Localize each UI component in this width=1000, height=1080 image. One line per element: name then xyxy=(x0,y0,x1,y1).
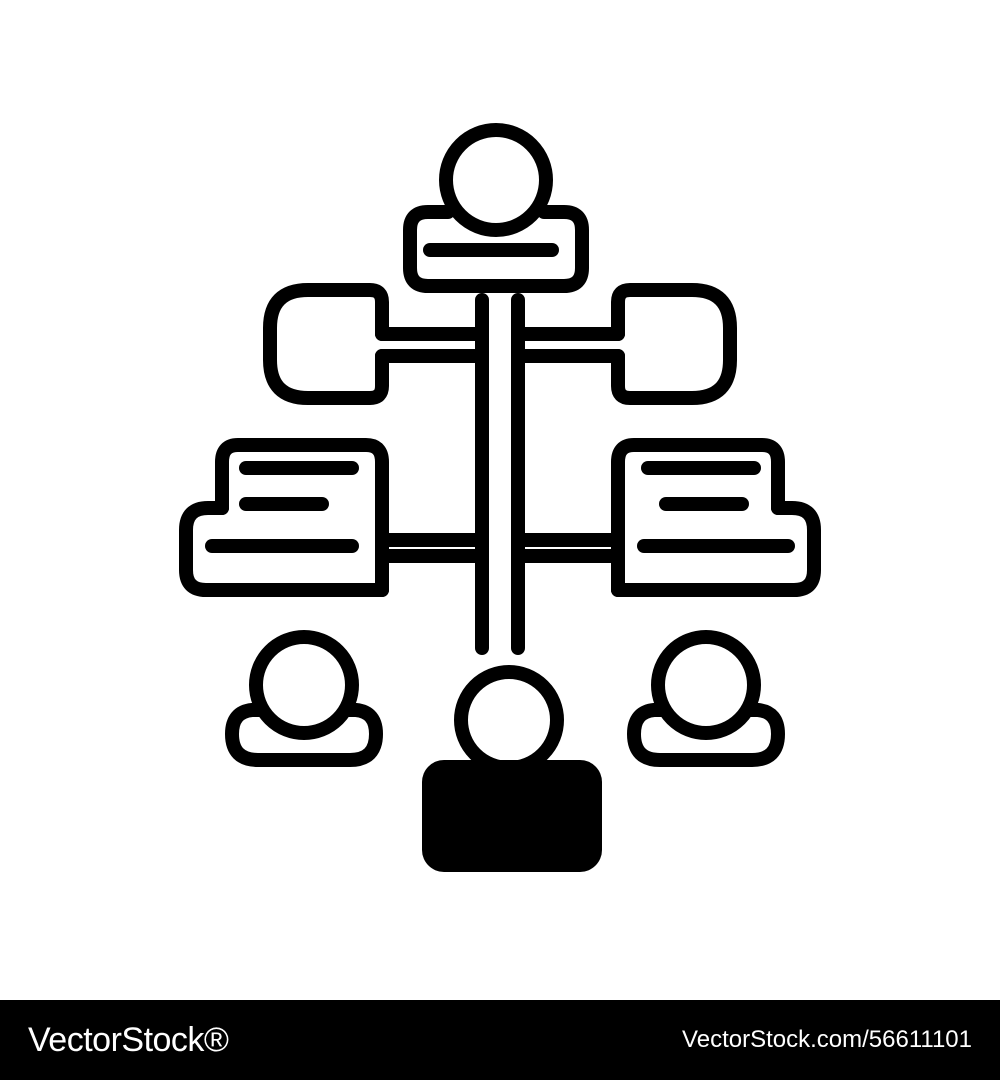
right-document-box xyxy=(611,438,821,597)
bottom-root-person-body xyxy=(422,760,602,872)
brand-name: VectorStock xyxy=(28,1021,204,1059)
left-document-box xyxy=(179,438,389,597)
bottom-root-person-head xyxy=(454,665,564,775)
left-person-icon xyxy=(225,630,383,767)
right-person-icon xyxy=(627,630,785,767)
brand-logo: VectorStock® xyxy=(28,1021,229,1059)
footer-bar: VectorStock® VectorStock.com/56611101 xyxy=(0,1000,1000,1080)
top-person-icon xyxy=(403,123,589,293)
image-reference: VectorStock.com/56611101 xyxy=(682,1026,972,1053)
left-connector-box xyxy=(263,283,389,405)
artwork-canvas xyxy=(179,123,821,872)
right-connector-box xyxy=(611,283,737,405)
organization-hierarchy-icon xyxy=(179,123,821,872)
central-trunk xyxy=(375,293,625,655)
registered-mark: ® xyxy=(203,1021,229,1059)
